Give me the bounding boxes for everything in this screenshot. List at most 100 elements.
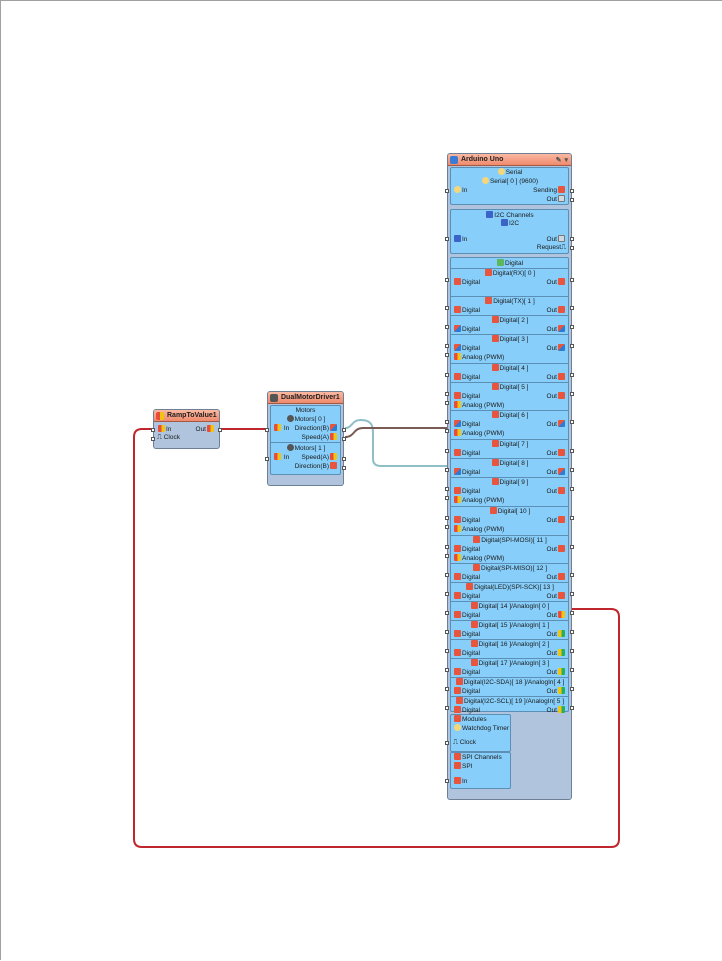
digital-13-out-pin[interactable] [570, 592, 574, 596]
digital-12-in-pin[interactable] [445, 573, 449, 577]
digital-pin-title: Digital[ 2 ] [451, 316, 568, 325]
serial-sending-pin[interactable] [570, 189, 574, 193]
digital-13-in-pin[interactable] [445, 592, 449, 596]
i2c-request-pin[interactable] [570, 246, 574, 250]
digital-1-in-pin[interactable] [445, 306, 449, 310]
ramp-out-pin[interactable] [218, 428, 222, 432]
digital-3-in-pin[interactable] [445, 344, 449, 348]
digital-10-in-pin[interactable] [445, 516, 449, 520]
digital-icon [454, 592, 461, 599]
digital-17-in-pin[interactable] [445, 668, 449, 672]
motor1-direction-label: Direction(B) [295, 462, 338, 471]
digital-icon [454, 468, 461, 475]
motor1-in-pin[interactable] [265, 457, 269, 461]
digital-pin-title: Digital[ 15 ]/AnalogIn[ 1 ] [451, 621, 568, 630]
spi-icon [454, 777, 461, 784]
digital-15-in-pin[interactable] [445, 630, 449, 634]
digital-19-in-pin[interactable] [445, 706, 449, 710]
digital-18-out-pin[interactable] [570, 687, 574, 691]
digital-out-icon [558, 487, 565, 494]
digital-5-out-pin[interactable] [570, 392, 574, 396]
pwm-5-in-pin[interactable] [445, 401, 449, 405]
wire-direction-to-digital8[interactable] [344, 418, 447, 467]
digital-pin-icon [470, 659, 478, 666]
pwm-11-in-pin[interactable] [445, 554, 449, 558]
digital-15-out-pin[interactable] [570, 630, 574, 634]
motor0-speed-pin[interactable] [342, 437, 346, 441]
pwm-6-in-pin[interactable] [445, 429, 449, 433]
digital-3-out-pin[interactable] [570, 344, 574, 348]
ramp-clock-pin[interactable] [151, 437, 155, 441]
digital-4-in-pin[interactable] [445, 373, 449, 377]
ramp-in-pin[interactable] [151, 428, 155, 432]
digital-18-in-pin[interactable] [445, 687, 449, 691]
dmd-title: DualMotorDriver1 [281, 394, 340, 401]
digital-6-out-pin[interactable] [570, 420, 574, 424]
digital-7-out-pin[interactable] [570, 449, 574, 453]
digital-2-in-pin[interactable] [445, 325, 449, 329]
digital-14-in-pin[interactable] [445, 611, 449, 615]
spi-in-pin[interactable] [445, 779, 449, 783]
digital-10-out-pin[interactable] [570, 516, 574, 520]
dual-motor-driver-component[interactable]: DualMotorDriver1 Motors Motors[ 0 ] In D… [265, 391, 346, 486]
dmd-header[interactable]: DualMotorDriver1 [268, 392, 343, 404]
digital-out-label: Out [547, 545, 566, 554]
tools-icon[interactable]: ✎ [555, 156, 562, 164]
digital-1-out-pin[interactable] [570, 306, 574, 310]
ramp-to-value-component[interactable]: RampToValue1 In ⎍ Clock Out [151, 409, 222, 449]
digital-17-out-pin[interactable] [570, 668, 574, 672]
digital-pin-icon [470, 621, 478, 628]
uno-header[interactable]: Arduino Uno ✎ ▾ [448, 154, 571, 166]
motor1-direction-pin[interactable] [342, 466, 346, 470]
i2c-out-pin[interactable] [570, 237, 574, 241]
arduino-uno-component[interactable]: Arduino Uno ✎ ▾ Serial Serial[ 0 ] (9600… [445, 153, 574, 800]
digital-in-label: Digital [453, 449, 480, 458]
ramp-header[interactable]: RampToValue1 [154, 410, 219, 422]
digital-16-out-pin[interactable] [570, 649, 574, 653]
analog-icon [158, 425, 165, 432]
digital-pin-icon [491, 440, 499, 447]
digital-5-in-pin[interactable] [445, 392, 449, 396]
digital-11-out-pin[interactable] [570, 545, 574, 549]
digital-16-in-pin[interactable] [445, 649, 449, 653]
digital-0-out-pin[interactable] [570, 278, 574, 282]
digital-8-in-pin[interactable] [445, 468, 449, 472]
pwm-10-in-pin[interactable] [445, 525, 449, 529]
digital-8-out-pin[interactable] [570, 468, 574, 472]
digital-11-in-pin[interactable] [445, 545, 449, 549]
digital-pin-title: Digital[ 6 ] [451, 411, 568, 420]
watchdog-clock-pin[interactable] [445, 741, 449, 745]
pwm-in-label: Analog (PWM) [453, 496, 504, 505]
digital-0-in-pin[interactable] [445, 278, 449, 282]
motor0-in-label: In [273, 424, 289, 433]
digital-9-out-pin[interactable] [570, 487, 574, 491]
digital-12-out-pin[interactable] [570, 573, 574, 577]
ramp-title: RampToValue1 [167, 412, 217, 419]
motor0-direction-pin[interactable] [342, 428, 346, 432]
i2c-in-pin[interactable] [445, 237, 449, 241]
chevron-down-icon[interactable]: ▾ [564, 156, 568, 164]
pwm-in-label: Analog (PWM) [453, 401, 504, 410]
digital-19-out-pin[interactable] [570, 706, 574, 710]
digital-4-out-pin[interactable] [570, 373, 574, 377]
digital-6-in-pin[interactable] [445, 420, 449, 424]
serial-out-pin[interactable] [570, 198, 574, 202]
digital-pin-title: Digital[ 4 ] [451, 364, 568, 373]
digital-14-out-pin[interactable] [570, 611, 574, 615]
wire-speed-to-pwm6[interactable] [344, 427, 447, 438]
motor0-in-pin[interactable] [265, 428, 269, 432]
digital-7-in-pin[interactable] [445, 449, 449, 453]
digital-in-label: Digital [453, 344, 480, 353]
pwm-9-in-pin[interactable] [445, 496, 449, 500]
digital-2-out-pin[interactable] [570, 325, 574, 329]
motor1-speed-pin[interactable] [342, 457, 346, 461]
digital-in-label: Digital [453, 687, 480, 696]
pwm-3-in-pin[interactable] [445, 353, 449, 357]
digital-icon [454, 516, 461, 523]
digital-9-in-pin[interactable] [445, 487, 449, 491]
serial-in-pin[interactable] [445, 189, 449, 193]
